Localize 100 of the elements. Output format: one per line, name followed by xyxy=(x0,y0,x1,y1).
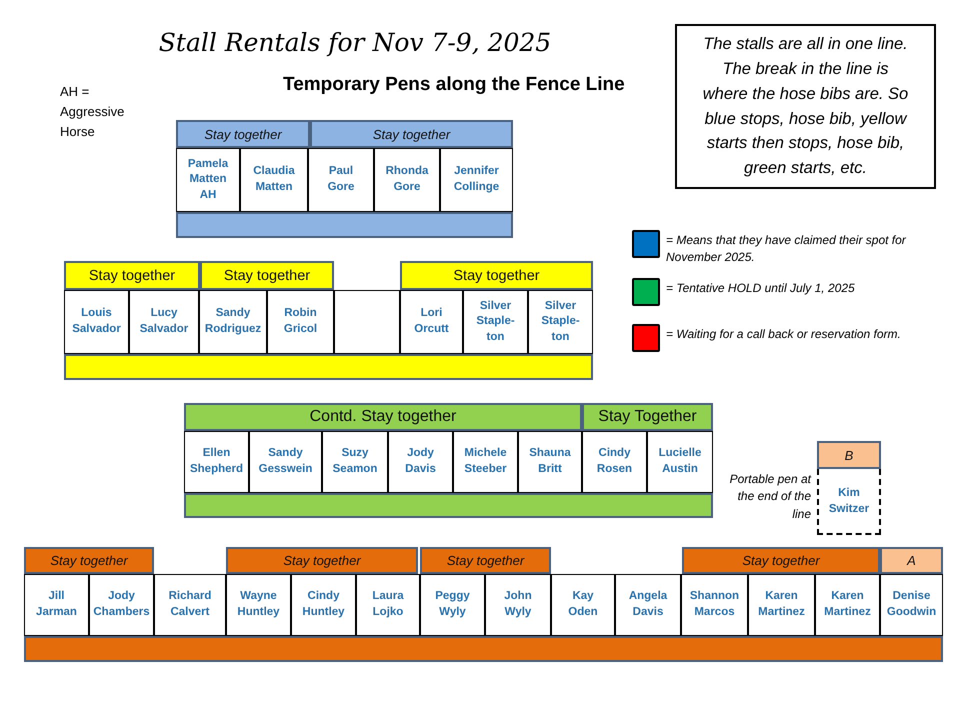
stall-box xyxy=(184,431,249,493)
stall-name: Shauna Britt xyxy=(529,446,571,477)
stall-box xyxy=(388,431,453,493)
stall-box xyxy=(176,148,240,212)
group-header xyxy=(400,261,593,290)
stall-box xyxy=(199,290,267,354)
stall-box xyxy=(226,574,291,636)
stall-name: Pamela Matten AH xyxy=(188,156,228,203)
header-text: A xyxy=(907,553,916,568)
stall-box xyxy=(400,290,463,354)
stall-box xyxy=(322,431,388,493)
note-text: The stalls are all in one line. The break in the line is where the hose bibs are. So blue stops, hose bib, yellow starts then stops, hose bib, green starts, etc. xyxy=(702,34,910,179)
group-header xyxy=(310,120,513,148)
stall-name: Jody Chambers xyxy=(93,589,150,620)
fence-bar xyxy=(24,636,943,662)
stall-box xyxy=(291,574,356,636)
header-text: Contd. Stay together xyxy=(310,408,456,426)
stall-name: Kay Oden xyxy=(568,589,598,620)
stall-box xyxy=(308,148,374,212)
stall-name: Wayne Huntley xyxy=(237,589,280,620)
header-text: Stay together xyxy=(283,553,361,568)
header-text: Stay together xyxy=(88,268,176,284)
note-box xyxy=(675,24,936,189)
stall-name: Karen Martinez xyxy=(824,589,871,620)
stall-box xyxy=(440,148,513,212)
fence-bar xyxy=(176,212,513,238)
stall-box xyxy=(89,574,154,636)
stall-name: Denise Goodwin xyxy=(886,589,936,620)
stall-name: Jennifer Collinge xyxy=(454,164,500,195)
header-text: Stay together xyxy=(453,268,540,284)
stall-box xyxy=(420,574,485,636)
header-text: Stay Together xyxy=(598,408,697,426)
abbreviation-note: AH = Aggressive Horse xyxy=(60,83,126,142)
group-header xyxy=(880,547,943,574)
stall-box xyxy=(748,574,815,636)
header-text: B xyxy=(844,448,854,462)
stall-name: Peggy Wyly xyxy=(435,589,470,620)
stall-box xyxy=(681,574,748,636)
stall-name: Jody Davis xyxy=(405,446,436,477)
stall-name: Lori Orcutt xyxy=(414,306,449,337)
stall-name: Michele Steeber xyxy=(464,446,507,477)
stall-name: Karen Martinez xyxy=(758,589,805,620)
stall-box xyxy=(647,431,713,493)
group-header xyxy=(24,547,154,574)
portable-pen-box xyxy=(817,469,881,535)
stall-box xyxy=(129,290,199,354)
stall-name: Shannon Marcos xyxy=(690,589,740,620)
stall-name: Suzy Seamon xyxy=(332,446,378,477)
group-header xyxy=(184,403,582,431)
stall-box xyxy=(485,574,551,636)
stall-name: Angela Davis xyxy=(628,589,668,620)
stall-name: Rhonda Gore xyxy=(386,164,428,195)
side-note: Portable pen at the end of the line xyxy=(728,471,811,523)
header-text: Stay together xyxy=(446,553,524,568)
stall-name: Louis Salvador xyxy=(72,306,121,337)
group-header xyxy=(226,547,418,574)
stall-name: Sandy Rodriguez xyxy=(204,306,262,337)
stall-box xyxy=(528,290,593,354)
stall-box xyxy=(453,431,518,493)
stall-box xyxy=(551,574,615,636)
legend-text: = Waiting for a call back or reservation form. xyxy=(666,326,902,343)
stall-box xyxy=(463,290,528,354)
group-header xyxy=(200,261,334,290)
legend-text: = Means that they have claimed their spot for November 2025. xyxy=(666,232,906,266)
stall-box xyxy=(880,574,943,636)
stall-box xyxy=(356,574,420,636)
stall-box xyxy=(267,290,334,354)
group-header xyxy=(682,547,880,574)
stall-box xyxy=(518,431,582,493)
stall-name: Ellen Shepherd xyxy=(190,446,244,477)
stall-box xyxy=(24,574,89,636)
stall-name: Claudia Matten xyxy=(253,164,295,195)
stall-name: Sandy Gesswein xyxy=(258,446,312,477)
group-header xyxy=(176,120,310,148)
header-text: Stay together xyxy=(50,553,128,568)
group-header xyxy=(64,261,200,290)
stall-box xyxy=(815,574,880,636)
stall-name: Kim Switzer xyxy=(828,486,870,517)
stall-name: Laura Lojko xyxy=(372,589,404,620)
fence-bar xyxy=(184,493,713,518)
header-text: Stay together xyxy=(372,126,450,142)
stall-name: Cindy Rosen xyxy=(596,446,632,477)
stall-name: John Wyly xyxy=(504,589,532,620)
stall-name: Paul Gore xyxy=(328,164,354,195)
fence-bar xyxy=(64,354,593,380)
stall-box xyxy=(249,431,322,493)
stall-name: Jill Jarman xyxy=(36,589,77,620)
stall-name: Silver Staple-ton xyxy=(541,298,580,345)
stall-name: Lucielle Austin xyxy=(658,446,702,477)
stall-box xyxy=(374,148,440,212)
subtitle: Temporary Pens along the Fence Line xyxy=(283,74,626,96)
stall-name: Cindy Huntley xyxy=(302,589,345,620)
stall-box xyxy=(154,574,226,636)
stall-box xyxy=(615,574,681,636)
stall-box xyxy=(64,290,129,354)
group-header xyxy=(420,547,551,574)
header-text: Stay together xyxy=(224,268,310,284)
group-header xyxy=(817,441,881,469)
diagram-title: Stall Rentals for Nov 7-9, 2025 xyxy=(158,28,552,57)
stall-box xyxy=(240,148,308,212)
